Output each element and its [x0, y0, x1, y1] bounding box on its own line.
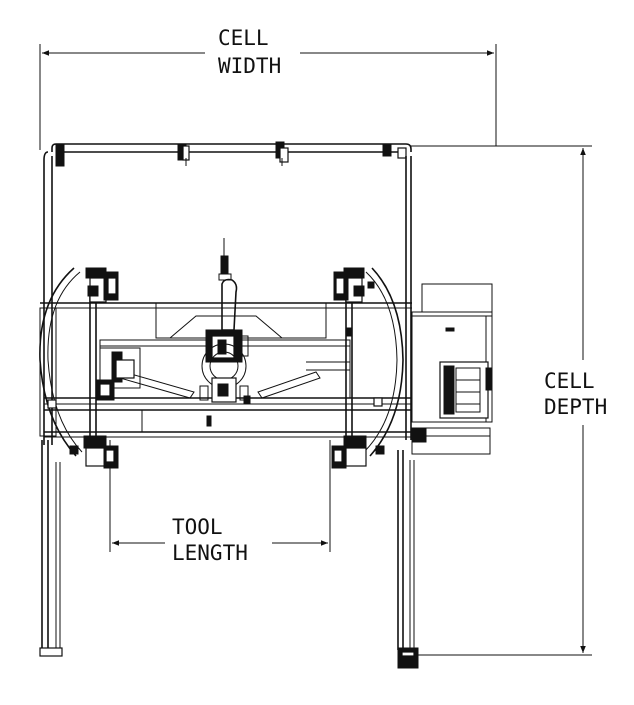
cell-depth-label-line1: CELL — [544, 369, 595, 393]
controller-cabinet — [411, 283, 493, 455]
fixtures — [47, 290, 383, 436]
positioner-bottom-left — [69, 435, 119, 469]
cell-depth-label-line2: DEPTH — [544, 395, 607, 419]
cell-depth-dimension: CELL DEPTH — [410, 145, 607, 656]
lower-legs — [39, 440, 419, 669]
cell-width-dimension: CELL WIDTH — [39, 26, 497, 150]
tool-length-dimension: TOOL LENGTH — [109, 440, 331, 565]
positioner-top-right — [333, 267, 375, 303]
tool-length-label-line2: LENGTH — [172, 541, 248, 565]
robot-arm — [201, 238, 249, 403]
positioner-bottom-right — [331, 435, 385, 469]
tool-length-label-line1: TOOL — [172, 515, 223, 539]
cell-width-label-line1: CELL — [218, 26, 269, 50]
overhead-frame — [43, 141, 412, 445]
positioner-top-left — [85, 267, 119, 303]
cell-width-label-line2: WIDTH — [218, 54, 281, 78]
